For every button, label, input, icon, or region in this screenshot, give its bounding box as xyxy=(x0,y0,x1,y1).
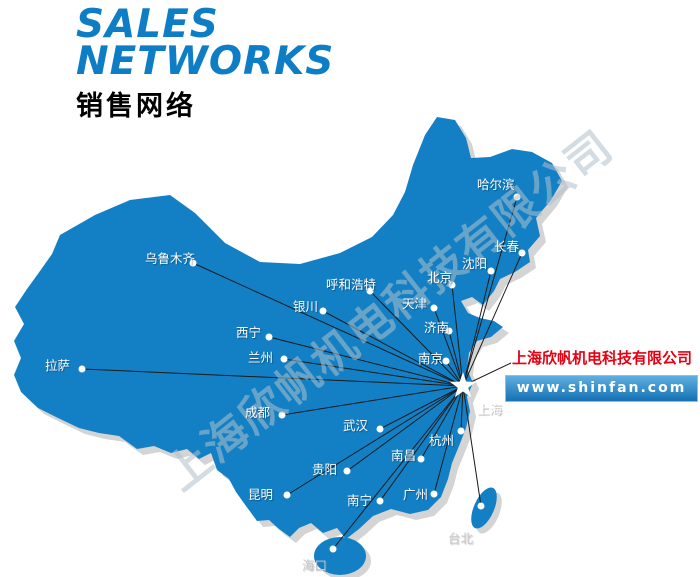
city-label-wulumuqi: 乌鲁木齐 xyxy=(145,251,196,266)
city-dot-tianjin xyxy=(430,304,438,312)
page-subtitle: 销售网络 xyxy=(76,91,196,122)
network-line-lanzhou xyxy=(283,358,464,387)
network-line-hangzhou xyxy=(460,385,464,432)
city-dot-taibei xyxy=(477,502,485,510)
company-name: 上海欣帆机电科技有限公司 xyxy=(512,349,693,367)
city-label-jinan: 济南 xyxy=(424,320,450,335)
city-dot-hangzhou xyxy=(457,427,465,435)
network-line-nanning xyxy=(379,385,464,502)
network-line-taibei xyxy=(462,385,482,507)
network-lines xyxy=(81,196,523,550)
city-label-wuhan: 武汉 xyxy=(343,418,369,433)
hub-city-label: 上海 xyxy=(477,402,503,417)
city-label-beijing: 北京 xyxy=(427,270,453,285)
network-line-haerbin xyxy=(462,196,518,387)
city-label-huhehaote: 呼和浩特 xyxy=(326,277,377,292)
network-line-wulumuqi xyxy=(192,262,464,387)
city-dot-kunming xyxy=(283,491,291,499)
city-dot-wuhan xyxy=(376,425,384,433)
callout-pointer-line xyxy=(470,362,512,383)
title-line1: SALES xyxy=(76,2,219,47)
network-line-lasa xyxy=(81,368,464,387)
city-dots xyxy=(78,193,526,553)
city-label-tianjin: 天津 xyxy=(402,296,428,311)
city-label-xining: 西宁 xyxy=(236,325,262,340)
city-label-kunming: 昆明 xyxy=(248,487,274,502)
city-dot-yinchuan xyxy=(319,307,327,315)
city-dot-lasa xyxy=(78,365,86,373)
city-dot-shenyang xyxy=(487,267,495,275)
city-dot-chengdu xyxy=(278,411,286,419)
city-label-changchun: 长春 xyxy=(494,239,520,254)
city-dot-changchun xyxy=(518,249,526,257)
network-line-jinan xyxy=(448,330,464,387)
taiwan-island xyxy=(471,487,497,529)
network-line-tianjin xyxy=(433,307,464,387)
city-dot-guiyang xyxy=(343,467,351,475)
city-label-shenyang: 沈阳 xyxy=(462,256,488,271)
header: SALES NETWORKS 销售网络 xyxy=(76,2,335,123)
city-label-chengdu: 成都 xyxy=(245,405,271,420)
city-dot-nanning xyxy=(376,497,384,505)
city-label-yinchuan: 银川 xyxy=(293,299,319,314)
city-dot-jinan xyxy=(445,327,453,335)
city-dot-haikou xyxy=(329,545,337,553)
network-line-guiyang xyxy=(346,385,464,472)
city-label-nanchang: 南昌 xyxy=(391,448,417,463)
city-dot-nanchang xyxy=(417,455,425,463)
hainan-island xyxy=(314,537,366,575)
city-dot-lanzhou xyxy=(280,355,288,363)
city-dot-guangzhou xyxy=(430,490,438,498)
hub-star xyxy=(449,372,477,398)
network-line-chengdu xyxy=(281,385,464,416)
city-label-haerbin: 哈尔滨 xyxy=(477,177,515,192)
city-label-haikou: 海口 xyxy=(302,558,328,573)
page-title: SALES NETWORKS xyxy=(76,2,335,84)
city-label-guiyang: 贵阳 xyxy=(312,462,338,477)
website-link[interactable]: www.shinfan.com xyxy=(505,375,698,402)
city-label-taibei: 台北 xyxy=(448,531,474,546)
city-label-lasa: 拉萨 xyxy=(45,358,71,373)
city-label-lanzhou: 兰州 xyxy=(248,350,274,365)
network-line-changchun xyxy=(462,252,523,387)
network-line-beijing xyxy=(451,284,464,387)
city-dot-nanjing xyxy=(442,357,450,365)
city-dot-xining xyxy=(265,333,273,341)
network-line-xining xyxy=(268,336,464,387)
network-line-guangzhou xyxy=(433,385,464,495)
city-dot-wulumuqi xyxy=(189,259,197,267)
network-line-shenyang xyxy=(462,270,492,387)
title-line2: NETWORKS xyxy=(76,39,335,84)
city-dot-haerbin xyxy=(513,193,521,201)
city-dot-beijing xyxy=(448,281,456,289)
network-line-haikou xyxy=(332,385,464,550)
network-line-wuhan xyxy=(379,385,464,430)
city-label-hangzhou: 杭州 xyxy=(429,433,455,448)
network-line-yinchuan xyxy=(322,310,464,387)
city-label-nanning: 南宁 xyxy=(347,493,373,508)
network-line-huhehaote xyxy=(369,290,464,387)
city-label-guangzhou: 广州 xyxy=(403,487,429,502)
city-label-nanjing: 南京 xyxy=(418,351,444,366)
network-line-nanchang xyxy=(420,385,464,460)
network-line-kunming xyxy=(286,385,464,496)
city-dot-huhehaote xyxy=(366,287,374,295)
